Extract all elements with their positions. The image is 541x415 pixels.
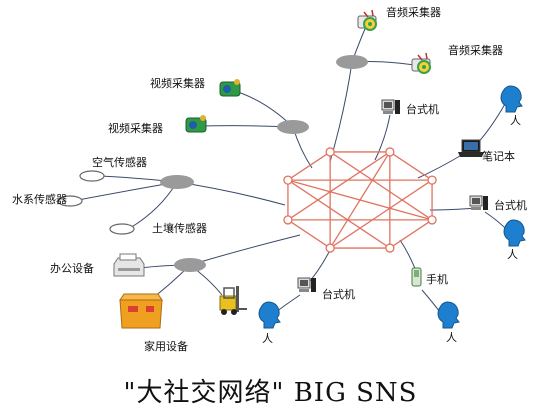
phone-label: 手机 <box>426 273 448 286</box>
connector-audio-hub-to-mesh <box>329 61 353 163</box>
video-camera-icon <box>185 115 207 133</box>
audio-collector-icon <box>411 52 431 74</box>
mesh-link <box>329 151 391 249</box>
person-label-top: 人 <box>510 114 521 127</box>
audio-collector-label-2: 音频采集器 <box>448 44 503 57</box>
mesh-link <box>287 219 331 249</box>
connector-desktop-right-to-mesh <box>429 207 478 211</box>
video-collector-label-2: 视频采集器 <box>108 122 163 135</box>
connector-laptop-to-mesh <box>417 152 466 179</box>
toolbox-icon <box>119 293 163 329</box>
desktop-computer-icon <box>381 99 400 114</box>
person-head-icon <box>503 219 526 247</box>
person-label-bottom: 人 <box>262 332 273 345</box>
diagram-caption: "大社交网络" BIG SNS <box>123 378 418 408</box>
air-sensor-label: 空气传感器 <box>92 156 147 169</box>
video-camera-icon <box>219 79 241 97</box>
hubs <box>160 55 368 272</box>
connector-sensor-hub-to-mesh <box>176 181 286 206</box>
mesh-node <box>385 243 395 253</box>
person-head-icon <box>258 301 281 329</box>
office-hub <box>174 258 206 272</box>
home-equipment-label: 家用设备 <box>144 340 188 353</box>
mesh-node <box>325 243 335 253</box>
forklift-icon <box>219 286 247 315</box>
water-sensor-label: 水系传感器 <box>12 193 67 206</box>
person-head-icon <box>500 85 523 113</box>
desktop-computer-icon <box>297 277 316 292</box>
mesh-link <box>389 219 433 249</box>
connector-office-hub-to-mesh <box>189 234 301 266</box>
mesh-link <box>389 151 433 181</box>
mesh-node <box>427 215 437 225</box>
audio-collector-icon <box>357 9 377 31</box>
mesh-link <box>287 151 391 221</box>
mesh-link <box>329 151 433 221</box>
core-mesh-network <box>283 147 437 253</box>
desktop-label-right: 台式机 <box>494 199 527 212</box>
desktop-computer-icon <box>469 195 488 210</box>
audio-collector-label-1: 音频采集器 <box>386 6 441 19</box>
person-head-icon <box>437 301 460 329</box>
desktop-label-bottom: 台式机 <box>322 288 355 301</box>
person-label-phone: 人 <box>446 331 457 344</box>
desktop-label-top: 台式机 <box>406 103 439 116</box>
office-equipment-label: 办公设备 <box>50 262 94 275</box>
water-sensor-ring <box>57 195 83 207</box>
mesh-node <box>325 147 335 157</box>
mesh-link <box>287 151 331 181</box>
connector-desktop-top-to-mesh <box>374 114 391 161</box>
laptop-icon <box>458 139 484 157</box>
mesh-node <box>283 215 293 225</box>
mesh-node <box>427 175 437 185</box>
mesh-link <box>287 179 391 249</box>
mesh-node <box>283 175 293 185</box>
soil-sensor-ring <box>109 223 135 235</box>
person-label-right: 人 <box>507 248 518 261</box>
soil-sensor-label: 土壤传感器 <box>152 222 207 235</box>
video-collector-label-1: 视频采集器 <box>150 77 205 90</box>
mesh-link <box>329 179 433 249</box>
laptop-label: 笔记本 <box>482 150 515 163</box>
audio-hub <box>336 55 368 69</box>
mesh-node <box>385 147 395 157</box>
air-sensor-ring <box>79 170 105 182</box>
printer-icon <box>113 253 145 277</box>
sensor-hub <box>160 175 194 189</box>
video-hub <box>277 120 309 134</box>
mobile-phone-icon <box>411 267 422 287</box>
sensor-rings <box>57 170 135 235</box>
